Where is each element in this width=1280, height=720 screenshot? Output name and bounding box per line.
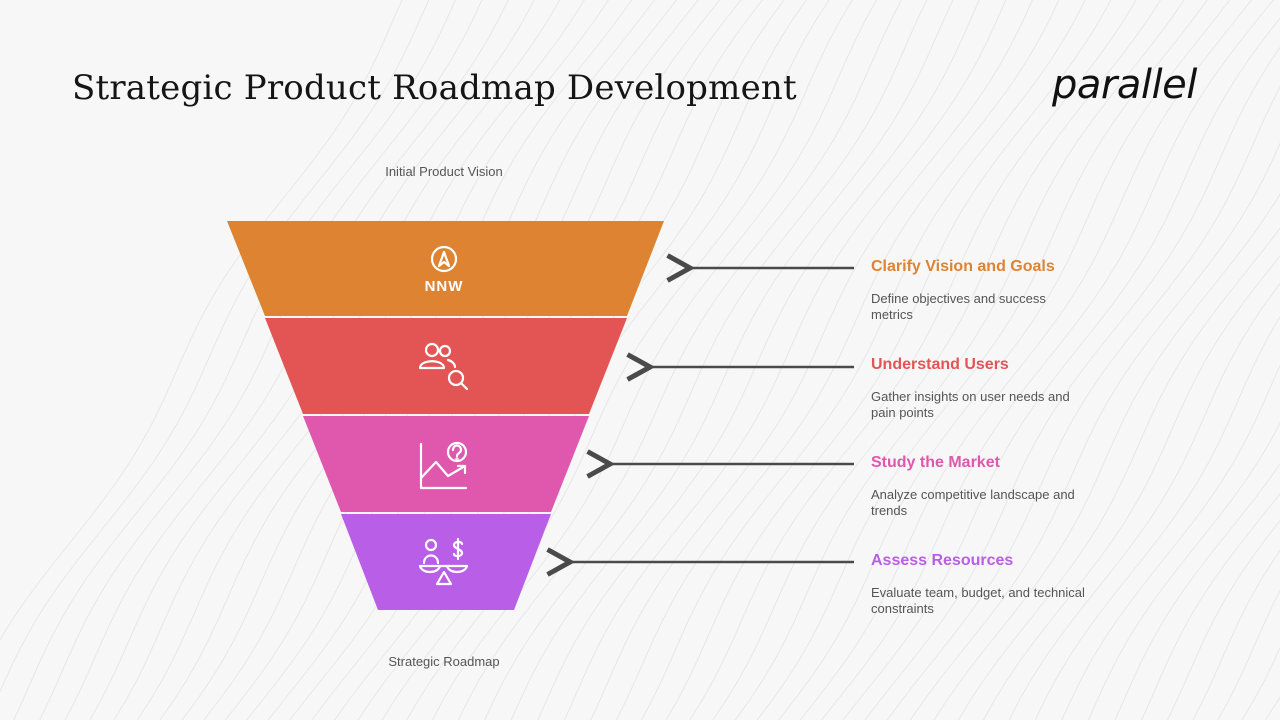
- background-line: [799, 0, 1253, 720]
- background-line: [457, 0, 902, 720]
- resources-scale-icon: [418, 537, 469, 586]
- background-line: [756, 0, 1208, 720]
- background-line: [510, 0, 954, 720]
- stage-3-text: Study the Market Analyze competitive lan…: [871, 454, 1091, 519]
- funnel-stage-3: [303, 416, 589, 512]
- page-title: Strategic Product Roadmap Development: [72, 68, 797, 108]
- background-line: [820, 0, 1274, 720]
- background-line: [640, 0, 1086, 720]
- stage-2-description: Gather insights on user needs and pain p…: [871, 389, 1070, 420]
- users-search-icon: [418, 342, 469, 391]
- background-line: [563, 0, 1007, 720]
- parallel-logo: parallel: [1052, 62, 1197, 108]
- background-line: [1061, 364, 1280, 720]
- background-line: [39, 0, 483, 720]
- stage-1-description: Define objectives and success metrics: [871, 291, 1046, 322]
- stage-2-text: Understand Users Gather insights on user…: [871, 356, 1091, 421]
- stage-3-title: Study the Market: [871, 454, 1000, 471]
- background-line: [909, 142, 1280, 720]
- stage-1-text: Clarify Vision and Goals Define objectiv…: [871, 258, 1091, 323]
- background-line: [537, 0, 980, 720]
- compass-nnw-icon: [430, 245, 458, 273]
- background-line: [982, 255, 1280, 720]
- background-line: [615, 0, 1060, 720]
- background-line: [0, 0, 403, 641]
- background-line: [1140, 492, 1280, 720]
- funnel-stage-2: [265, 318, 627, 414]
- background-line: [1034, 315, 1280, 720]
- background-line: [933, 192, 1280, 720]
- funnel-top-label: Initial Product Vision: [385, 164, 503, 179]
- background-line: [842, 17, 1280, 720]
- stage-1-title: Clarify Vision and Goals: [871, 258, 1055, 275]
- stage-3-description: Analyze competitive landscape and trends: [871, 487, 1075, 518]
- background-line: [778, 0, 1231, 720]
- background-line: [886, 85, 1280, 720]
- background-line: [734, 0, 1185, 720]
- stage-4-title: Assess Resources: [871, 552, 1014, 569]
- background-line: [712, 0, 1161, 720]
- background-line: [1087, 422, 1280, 720]
- stage-4-description: Evaluate team, budget, and technical con…: [871, 585, 1085, 616]
- stage-2-title: Understand Users: [871, 356, 1009, 373]
- funnel-stage-1: [227, 221, 664, 316]
- chart-question-icon: [419, 441, 468, 490]
- stage-1-icon-text: NNW: [425, 278, 464, 295]
- background-line: [1114, 463, 1280, 720]
- background-line: [13, 0, 456, 720]
- background-line: [665, 0, 1112, 720]
- background-line: [0, 0, 430, 693]
- background-line: [1192, 549, 1280, 720]
- background-line: [1166, 519, 1280, 720]
- funnel-bottom-label: Strategic Roadmap: [388, 654, 500, 669]
- background-line: [590, 0, 1033, 720]
- background-line: [1217, 589, 1280, 720]
- background-line: [1008, 282, 1280, 720]
- background-line: [957, 227, 1280, 720]
- background-line: [689, 0, 1137, 720]
- funnel-stage-4: [341, 514, 551, 610]
- background-line: [484, 0, 928, 720]
- stage-4-text: Assess Resources Evaluate team, budget, …: [871, 552, 1091, 617]
- background-line: [864, 46, 1280, 720]
